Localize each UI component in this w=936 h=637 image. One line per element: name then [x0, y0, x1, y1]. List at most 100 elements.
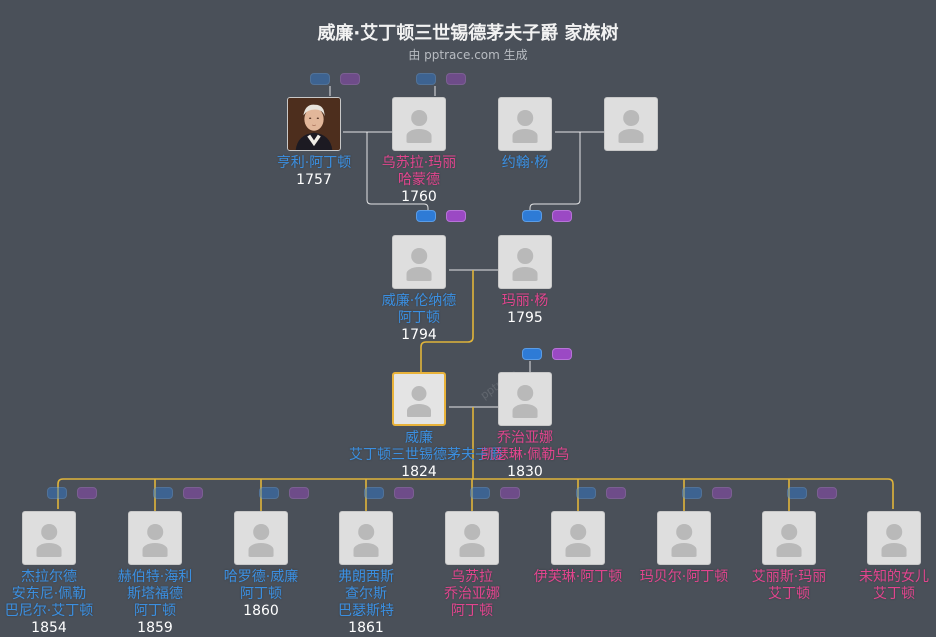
person-card-c7[interactable] — [657, 511, 711, 565]
person-card-henry[interactable] — [287, 97, 341, 151]
add-parent-mother-button[interactable] — [606, 487, 626, 499]
add-parent-father-button[interactable] — [416, 210, 436, 222]
add-parent-mother-button[interactable] — [446, 210, 466, 222]
add-parent-mother-button[interactable] — [446, 73, 466, 85]
person-name-line[interactable]: 斯塔福德 — [127, 586, 183, 602]
person-birth-year: 1757 — [296, 172, 332, 188]
avatar-person-icon — [676, 524, 692, 541]
person-card-mary[interactable] — [498, 235, 552, 289]
avatar-body-icon — [142, 543, 168, 557]
person-card-c5[interactable] — [445, 511, 499, 565]
add-parent-mother-button[interactable] — [77, 487, 97, 499]
person-card-c3[interactable] — [234, 511, 288, 565]
person-name-line[interactable]: 查尔斯 — [345, 586, 387, 602]
person-name-line[interactable]: 乌苏拉·玛丽 — [381, 155, 457, 171]
person-birth-year: 1760 — [401, 189, 437, 205]
avatar-person-icon — [253, 524, 269, 541]
person-name-line[interactable]: 约翰·杨 — [501, 155, 549, 171]
add-parent-father-button[interactable] — [682, 487, 702, 499]
person-name-line[interactable]: 凯瑟琳·佩勒乌 — [480, 447, 570, 463]
avatar-body-icon — [512, 267, 538, 281]
person-name-line[interactable]: 艾丁顿 — [873, 586, 915, 602]
person-name-line[interactable]: 巴瑟斯特 — [338, 603, 394, 619]
avatar-body-icon — [407, 404, 431, 417]
person-name-line[interactable]: 哈罗德·威廉 — [223, 569, 299, 585]
person-card-georgiana[interactable] — [498, 372, 552, 426]
avatar-person-icon — [623, 110, 639, 127]
page-title: 威廉·艾丁顿三世锡德茅夫子爵 家族树 — [317, 23, 619, 44]
person-card-william2[interactable] — [392, 235, 446, 289]
add-parent-mother-button[interactable] — [817, 487, 837, 499]
person-card-c9[interactable] — [867, 511, 921, 565]
add-parent-mother-button[interactable] — [712, 487, 732, 499]
person-name-line[interactable]: 杰拉尔德 — [21, 569, 77, 585]
person-name-line[interactable]: 亨利·阿丁顿 — [276, 155, 352, 171]
person-card-c2[interactable] — [128, 511, 182, 565]
avatar-body-icon — [512, 129, 538, 143]
person-name-line[interactable]: 安东尼·佩勒 — [11, 586, 87, 602]
person-card-c8[interactable] — [762, 511, 816, 565]
add-parent-mother-button[interactable] — [552, 348, 572, 360]
add-parent-father-button[interactable] — [364, 487, 384, 499]
person-card-ursula[interactable] — [392, 97, 446, 151]
person-birth-year: 1795 — [507, 310, 543, 326]
add-parent-mother-button[interactable] — [289, 487, 309, 499]
connector-henry-ursula-to-william2 — [366, 132, 429, 212]
person-name-line[interactable]: 伊芙琳·阿丁顿 — [533, 569, 623, 585]
person-birth-year: 1794 — [401, 327, 437, 343]
person-name-line[interactable]: 阿丁顿 — [451, 603, 493, 619]
avatar-person-icon — [886, 524, 902, 541]
add-parent-father-button[interactable] — [416, 73, 436, 85]
add-parent-father-button[interactable] — [576, 487, 596, 499]
person-name-line[interactable]: 巴尼尔·艾丁顿 — [4, 603, 94, 619]
add-parent-father-button[interactable] — [522, 348, 542, 360]
person-name-line[interactable]: 阿丁顿 — [134, 603, 176, 619]
avatar-person-icon — [781, 524, 797, 541]
person-card-john[interactable] — [498, 97, 552, 151]
person-name-line[interactable]: 艾丁顿 — [768, 586, 810, 602]
person-birth-year: 1854 — [31, 620, 67, 636]
person-name-line[interactable]: 乔治亚娜 — [497, 430, 553, 446]
add-parent-mother-button[interactable] — [500, 487, 520, 499]
add-parent-father-button[interactable] — [787, 487, 807, 499]
add-parent-father-button[interactable] — [259, 487, 279, 499]
person-card-william3[interactable] — [392, 372, 446, 426]
person-card-c6[interactable] — [551, 511, 605, 565]
person-name-line[interactable]: 哈蒙德 — [398, 172, 440, 188]
person-name-line[interactable]: 威廉·伦纳德 — [381, 293, 457, 309]
add-parent-father-button[interactable] — [47, 487, 67, 499]
add-parent-mother-button[interactable] — [394, 487, 414, 499]
avatar-person-icon — [147, 524, 163, 541]
add-parent-mother-button[interactable] — [183, 487, 203, 499]
add-parent-father-button[interactable] — [310, 73, 330, 85]
person-name-line[interactable]: 威廉 — [405, 430, 433, 446]
person-name-line[interactable]: 艾丁顿三世锡德茅夫子爵 — [349, 447, 503, 463]
person-card-unknown_w[interactable] — [604, 97, 658, 151]
avatar-body-icon — [512, 404, 538, 418]
person-name-line[interactable]: 未知的女儿 — [859, 569, 929, 585]
avatar-person-icon — [517, 110, 533, 127]
avatar-body-icon — [406, 267, 432, 281]
add-parent-mother-button[interactable] — [340, 73, 360, 85]
descent-william2-to-william3 — [420, 270, 474, 372]
person-name-line[interactable]: 阿丁顿 — [398, 310, 440, 326]
avatar-body-icon — [671, 543, 697, 557]
add-parent-father-button[interactable] — [470, 487, 490, 499]
add-parent-father-button[interactable] — [522, 210, 542, 222]
person-name-line[interactable]: 玛贝尔·阿丁顿 — [639, 569, 729, 585]
person-name-line[interactable]: 赫伯特·海利 — [117, 569, 193, 585]
person-name-line[interactable]: 乔治亚娜 — [444, 586, 500, 602]
person-name-line[interactable]: 乌苏拉 — [451, 569, 493, 585]
avatar-body-icon — [248, 543, 274, 557]
add-parent-father-button[interactable] — [153, 487, 173, 499]
person-card-c4[interactable] — [339, 511, 393, 565]
person-name-line[interactable]: 弗朗西斯 — [338, 569, 394, 585]
avatar-body-icon — [776, 543, 802, 557]
person-card-c1[interactable] — [22, 511, 76, 565]
person-name-line[interactable]: 阿丁顿 — [240, 586, 282, 602]
person-name-line[interactable]: 玛丽·杨 — [501, 293, 549, 309]
person-name-line[interactable]: 艾丽斯·玛丽 — [751, 569, 827, 585]
person-birth-year: 1859 — [137, 620, 173, 636]
add-parent-mother-button[interactable] — [552, 210, 572, 222]
